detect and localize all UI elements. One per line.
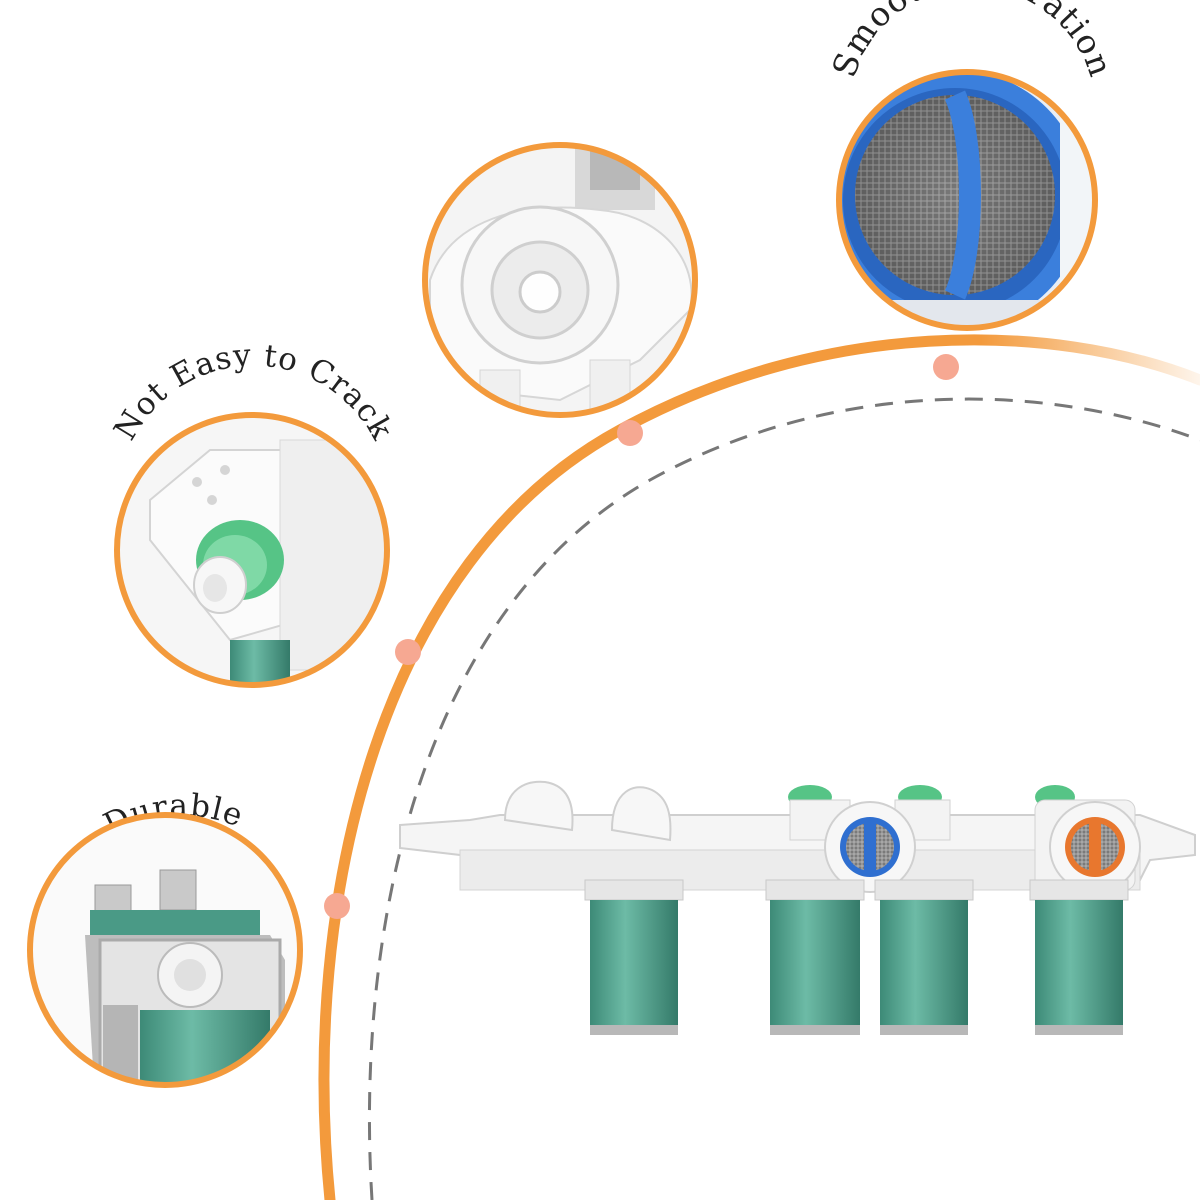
smooth-operation-callout: Smooth Operation bbox=[824, 0, 1120, 331]
green-nozzle-icon bbox=[117, 415, 387, 685]
water-inlet-valve bbox=[399, 780, 1196, 1035]
dashed-arc bbox=[367, 397, 1200, 1200]
not-easy-to-crack-callout: Not Easy to Crack bbox=[107, 337, 399, 688]
filter-screen-icon bbox=[839, 72, 1095, 328]
hot-inlet-port bbox=[1049, 801, 1141, 893]
valve-inlet-icon bbox=[425, 145, 695, 415]
arc-dots bbox=[324, 354, 959, 919]
solenoid-coil-icon bbox=[30, 815, 300, 1085]
cold-inlet-port bbox=[824, 801, 916, 893]
valve-inlet-callout bbox=[422, 142, 698, 418]
durable-callout: Durable bbox=[27, 788, 303, 1088]
solenoid-coils bbox=[584, 879, 1129, 1035]
orange-arc bbox=[318, 334, 1200, 1200]
